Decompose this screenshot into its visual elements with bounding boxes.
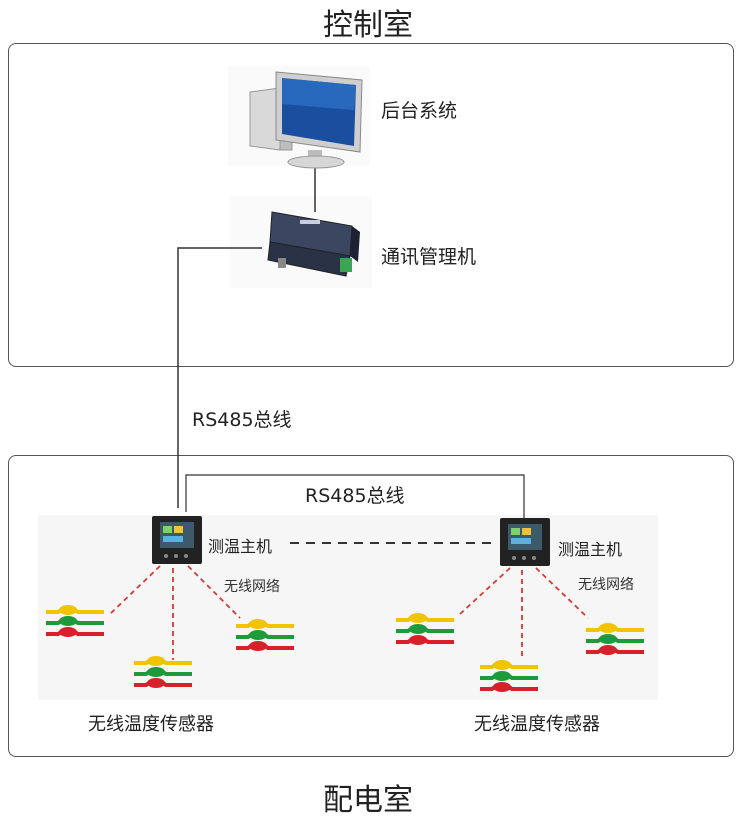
sensor-group-right-3 [478,658,540,694]
rs485-inner-bus-line [185,474,525,518]
sensor-group-left-2 [234,617,296,653]
rs485-main-bus-label: RS485总线 [192,409,292,431]
backend-system-label: 后台系统 [381,100,458,122]
sensor-field-panel [38,515,658,700]
sensor-group-left-3 [132,654,194,690]
sensors-right-label: 无线温度传感器 [474,714,600,735]
temperature-host-right-icon [500,518,550,566]
computer-icon [249,71,363,169]
sensor-group-left-1 [44,603,106,639]
sensor-group-right-2 [584,621,646,657]
wireless-right-label: 无线网络 [578,577,634,593]
distribution-room-title: 配电室 [323,783,413,818]
comm-manager-label: 通讯管理机 [381,246,477,268]
wireless-links-left [109,565,241,660]
rs485-inner-bus-label: RS485总线 [305,485,405,507]
comm-manager-icon [267,211,360,277]
sensors-left-label: 无线温度传感器 [88,714,214,735]
control-room-title: 控制室 [323,8,413,43]
rs485-main-bus-line [177,247,262,508]
host-left-label: 测温主机 [208,537,273,556]
temperature-host-left-icon [152,516,202,564]
sensor-group-right-1 [394,611,456,647]
host-right-label: 测温主机 [558,540,623,559]
wireless-links-right [459,567,589,660]
wireless-left-label: 无线网络 [224,579,280,595]
